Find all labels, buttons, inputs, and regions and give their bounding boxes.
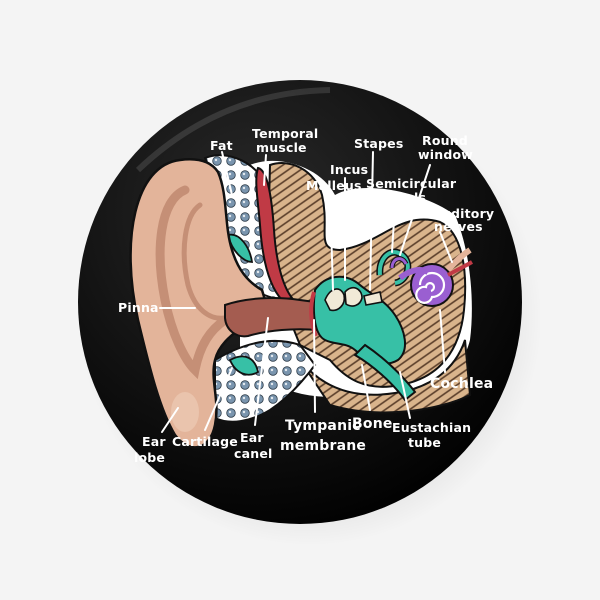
eustachian-tube: [353, 343, 417, 402]
ear-illustration: [129, 154, 473, 449]
cochlea: [410, 263, 454, 307]
label-bone: Bone: [352, 416, 393, 432]
label-cartilage: Cartilage: [172, 434, 238, 449]
stapes: [363, 291, 383, 306]
cartilage-strip-upper: [226, 233, 254, 263]
leader-ear-canal: [254, 317, 269, 426]
label-semicircular-line1: Semicircular: [366, 176, 457, 191]
leader-stapes: [369, 151, 374, 291]
label-ear-lobe-line2: lobe: [134, 450, 165, 465]
leader-semicircular: [391, 204, 396, 253]
ear-canal: [224, 296, 320, 338]
leader-malleus: [329, 194, 334, 291]
label-eustachian-line2: tube: [408, 435, 441, 450]
label-malleus: Malleus: [306, 178, 362, 193]
button-gloss: [135, 87, 331, 173]
label-ear-canal-line2: canel: [234, 446, 273, 461]
leader-eustachian: [399, 371, 411, 419]
leader-round-window: [399, 164, 431, 256]
label-auditory-line1: Auditory: [432, 206, 494, 221]
label-ear-lobe-line1: Ear: [142, 434, 166, 449]
leader-auditory: [439, 231, 453, 263]
ear-lobe: [171, 392, 199, 432]
label-temporal-line1: Temporal: [252, 126, 318, 141]
leader-fat: [221, 151, 233, 196]
label-tympanic-line1: Tympanic: [285, 418, 361, 434]
label-auditory-line2: nerves: [434, 219, 483, 234]
label-round-window-line1: Round: [422, 133, 468, 148]
label-round-window-line2: window: [418, 147, 473, 162]
leader-ear-lobe: [161, 407, 179, 433]
leader-temporal: [263, 154, 267, 186]
label-incus: Incus: [330, 162, 368, 177]
vestibule: [398, 267, 430, 281]
label-temporal-line2: muscle: [256, 140, 307, 155]
label-stapes: Stapes: [354, 136, 403, 151]
label-tympanic-line2: membrane: [280, 438, 366, 454]
semicircular-canal-inner: [390, 257, 408, 269]
malleus: [324, 288, 346, 312]
auditory-nerve: [445, 247, 472, 272]
label-pinna: Pinna: [118, 300, 159, 315]
lower-bone: [299, 339, 472, 414]
leader-lines: [159, 151, 453, 433]
cochlea-spiral: [415, 271, 446, 304]
pinna-inner-fold: [181, 202, 228, 321]
label-ear-canal-line1: Ear: [240, 430, 264, 445]
label-eustachian-line1: Eustachian: [392, 420, 471, 435]
leader-tympanic: [313, 319, 316, 413]
label-fat: Fat: [210, 138, 233, 153]
label-semicircular-line2: canels: [380, 190, 426, 205]
incus: [344, 286, 363, 307]
diagram-labels: Fat Temporal muscle Stapes Round window …: [118, 126, 494, 465]
leader-bone: [361, 364, 371, 411]
leader-cochlea: [439, 309, 446, 373]
pinna-fold: [155, 185, 230, 380]
label-cochlea: Cochlea: [430, 376, 493, 392]
cartilage-strip-lower: [228, 355, 260, 376]
auditory-nerve-vessel: [447, 260, 473, 277]
leader-cartilage: [204, 367, 233, 431]
